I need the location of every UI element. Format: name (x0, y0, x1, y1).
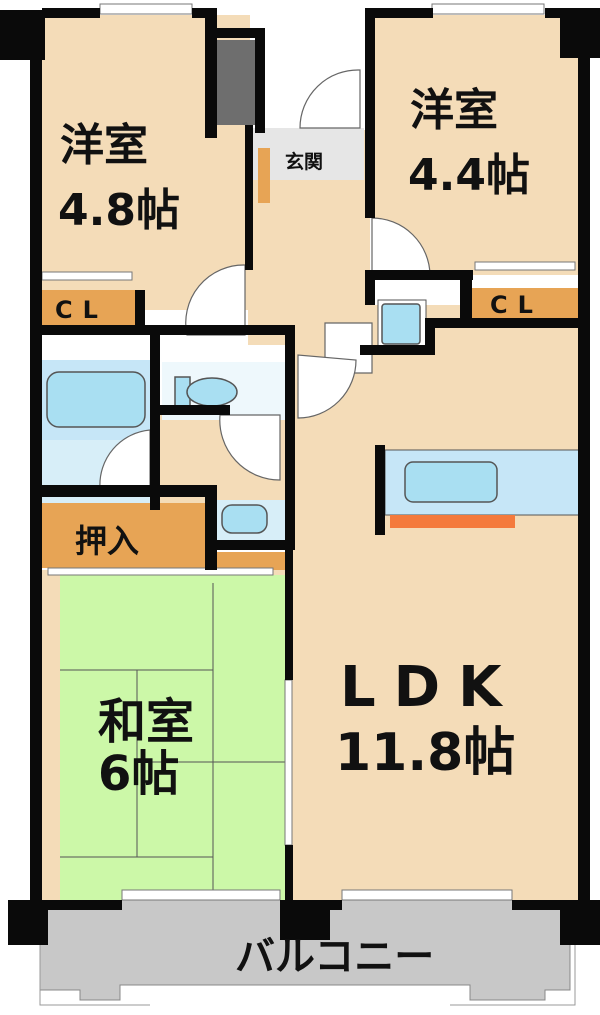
western-room-2-size: 4.4帖 (408, 150, 530, 201)
ldk-floor (290, 305, 582, 900)
kitchen-sink-icon (404, 461, 498, 503)
entrance-label: 玄関 (285, 150, 323, 173)
closet-1-door (41, 271, 133, 281)
western-room-1-name: 洋室 (60, 120, 148, 171)
pipe-shaft (215, 40, 255, 125)
balcony-area (39, 899, 571, 1001)
balcony-label: バルコニー (235, 934, 434, 980)
ldk-name: LDK (340, 655, 520, 720)
western-room-1-size: 4.8帖 (58, 185, 180, 236)
shoe-cabinet-icon (381, 303, 421, 345)
tatami-mats (60, 575, 285, 900)
oshiire-sliding-door[interactable] (47, 567, 274, 576)
entrance-door[interactable] (299, 69, 361, 129)
window-tatami[interactable] (121, 889, 281, 901)
window-room-2[interactable] (431, 3, 545, 15)
bathtub (46, 371, 146, 428)
ldk-door[interactable] (297, 354, 357, 419)
western-room-2-name: 洋室 (410, 85, 498, 136)
entrance-floor (252, 128, 364, 180)
closet-2-door (474, 261, 576, 271)
closet-2-label: CL (490, 291, 543, 319)
japanese-room-name: 和室 (98, 694, 194, 750)
oshiire-closet (40, 503, 205, 568)
tatami-lines (60, 583, 285, 900)
sliding-door-tatami[interactable] (284, 679, 293, 846)
window-ldk[interactable] (341, 889, 513, 901)
closet-1 (40, 290, 138, 325)
closet-1-label: CL (55, 296, 108, 324)
shoe-box (258, 148, 270, 203)
walls (0, 8, 600, 945)
ldk-size: 11.8帖 (335, 723, 515, 783)
small-closet (215, 552, 285, 570)
toilet-icon (186, 377, 238, 407)
washbasin-icon (221, 504, 268, 534)
closet-2 (470, 288, 580, 323)
washroom-door[interactable] (219, 414, 281, 481)
kitchen-stove-strip (390, 515, 515, 528)
oshiire-label: 押入 (75, 522, 139, 560)
japanese-room-size: 6帖 (98, 746, 179, 802)
window-room-1[interactable] (99, 3, 193, 15)
